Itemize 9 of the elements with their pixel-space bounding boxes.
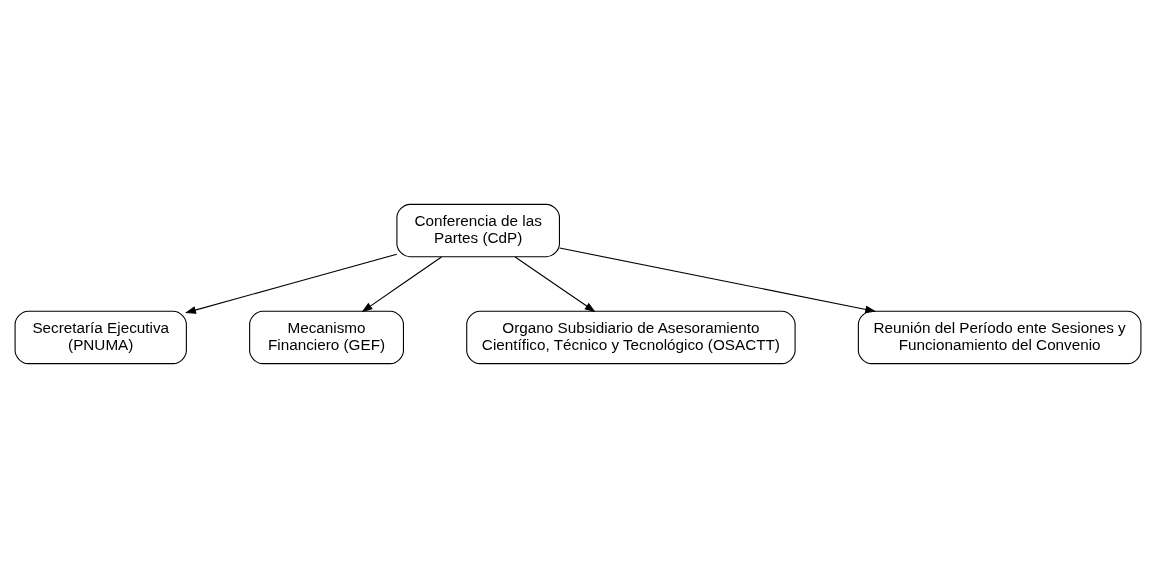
node-box: Secretaría Ejecutiva (PNUMA) <box>14 310 187 364</box>
node-box: Mecanismo Financiero (GEF) <box>249 310 404 364</box>
node-box: Reunión del Período ente Sesiones y Funcionamiento del Convenio <box>857 310 1142 364</box>
arrow <box>361 255 442 312</box>
node-box: Organo Subsidiario de Asesoramiento Científico, Técnico y Tecnológico (OSACTT) <box>466 310 796 364</box>
arrow <box>514 255 596 312</box>
arrow <box>559 246 877 313</box>
arrow <box>185 253 398 314</box>
node-box: Conferencia de las Partes (CdP) <box>396 203 560 257</box>
